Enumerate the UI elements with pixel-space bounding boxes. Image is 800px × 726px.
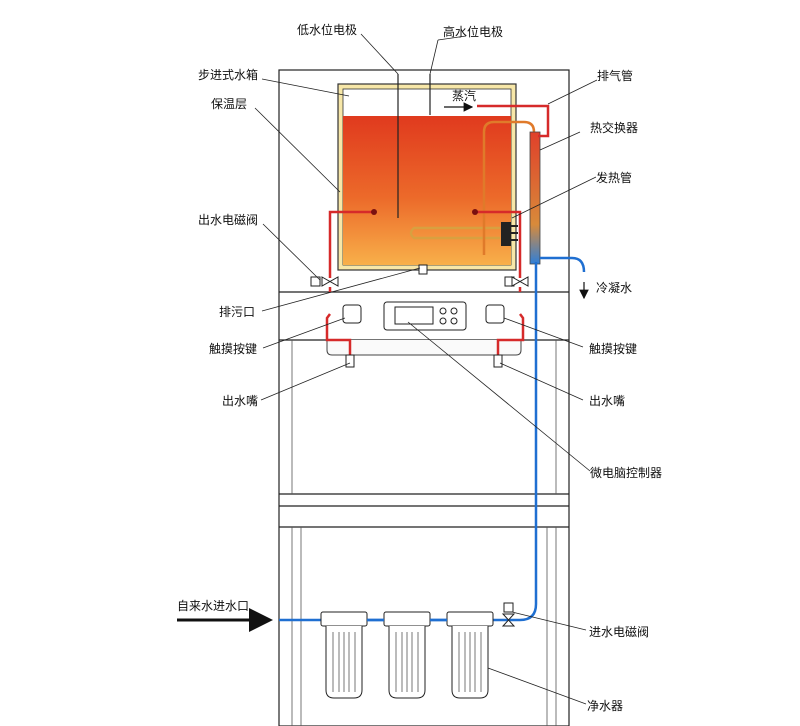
leader-lines — [254, 33, 598, 705]
label-inlet-valve: 进水电磁阀 — [589, 624, 649, 639]
label-exhaust-pipe: 排气管 — [597, 68, 633, 83]
label-controller: 微电脑控制器 — [590, 466, 662, 480]
label-drain: 排污口 — [219, 305, 255, 319]
microcomputer-controller — [383, 301, 467, 331]
label-condensate: 冷凝水 — [596, 280, 632, 295]
water-purifier-3 — [446, 611, 494, 699]
label-spout-right: 出水嘴 — [589, 394, 625, 408]
label-purifier: 净水器 — [587, 699, 623, 713]
left-touch-key — [342, 304, 362, 324]
label-steam: 蒸汽 — [452, 88, 476, 103]
label-step-tank: 步进式水箱 — [198, 67, 258, 82]
label-outlet-valve: 出水电磁阀 — [198, 212, 258, 227]
right-spout — [493, 354, 503, 368]
label-touch-key-left: 触摸按键 — [209, 342, 257, 356]
exhaust-pipe — [477, 104, 550, 138]
label-insulation: 保温层 — [211, 97, 247, 111]
condensate-pipe — [540, 256, 586, 273]
heating-tube — [409, 222, 518, 246]
label-spout-left: 出水嘴 — [222, 394, 258, 408]
water-purifier-1 — [320, 611, 368, 699]
left-spout — [345, 354, 355, 368]
right-hot-pipe — [475, 210, 522, 278]
hot-water — [343, 116, 511, 265]
label-touch-key-right: 触摸按键 — [589, 342, 637, 356]
control-panel — [326, 340, 522, 356]
right-outlet-valve — [504, 276, 529, 287]
label-heating-tube: 发热管 — [596, 170, 632, 185]
water-purifier-2 — [383, 611, 431, 699]
right-spout-pipe — [496, 287, 525, 355]
left-spout-pipe — [325, 287, 352, 355]
label-low-electrode: 低水位电极 — [297, 22, 357, 37]
right-touch-key — [485, 304, 505, 324]
label-tap-inlet: 自来水进水口 — [177, 599, 249, 613]
inlet-valve — [501, 602, 516, 627]
drain-outlet — [418, 264, 428, 275]
step-water-tank — [337, 83, 517, 271]
left-outlet-valve — [310, 276, 339, 287]
label-high-electrode: 高水位电极 — [443, 24, 503, 39]
label-heat-exchanger: 热交换器 — [590, 120, 638, 135]
left-hot-pipe — [328, 210, 374, 278]
